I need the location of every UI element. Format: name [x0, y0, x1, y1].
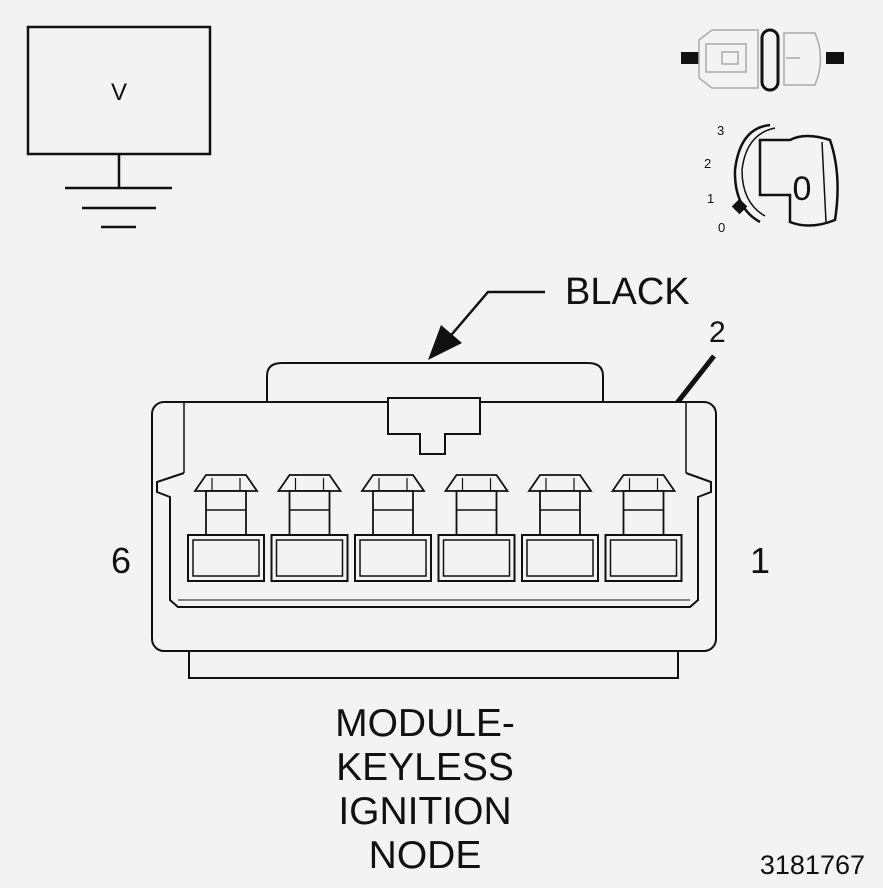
key-position-1: 1: [707, 191, 714, 206]
ground-icon: [65, 186, 172, 229]
terminal-cavity: [604, 474, 683, 582]
terminal-cavity: [270, 474, 349, 582]
key-label: 0: [793, 170, 812, 208]
voltmeter-label: V: [111, 79, 127, 106]
key-position-3: 3: [717, 123, 724, 138]
pin-1-end-label: 1: [750, 540, 770, 581]
key-position-2: 2: [704, 156, 711, 171]
title-line-4: NODE: [368, 834, 482, 877]
title-line-1: MODULE-: [335, 702, 515, 745]
black-callout: BLACK: [428, 271, 690, 360]
figure-number: 3181767: [760, 850, 865, 880]
pin-6-end-label: 6: [111, 540, 131, 581]
connector-latch: [387, 397, 481, 455]
voltmeter-symbol: V: [26, 25, 212, 229]
pin-callout-label: 2: [709, 316, 726, 349]
connector-body: [151, 362, 717, 679]
voltmeter-box: [26, 25, 212, 156]
terminal-cavity: [437, 474, 516, 582]
title-line-3: IGNITION: [338, 790, 512, 833]
key-position-0: 0: [718, 220, 725, 235]
component-title: MODULE- KEYLESS IGNITION NODE: [290, 702, 560, 878]
terminal-cavity: [521, 474, 599, 582]
title-line-2: KEYLESS: [336, 746, 514, 789]
connector-color-label: BLACK: [565, 271, 690, 313]
terminal-cavity: [354, 474, 432, 582]
terminal-group: [187, 474, 683, 582]
terminal-cavity: [187, 474, 265, 582]
ignition-key-icon: 3 2 1 0 0: [704, 123, 839, 235]
disconnected-connector-icon: [681, 28, 844, 92]
